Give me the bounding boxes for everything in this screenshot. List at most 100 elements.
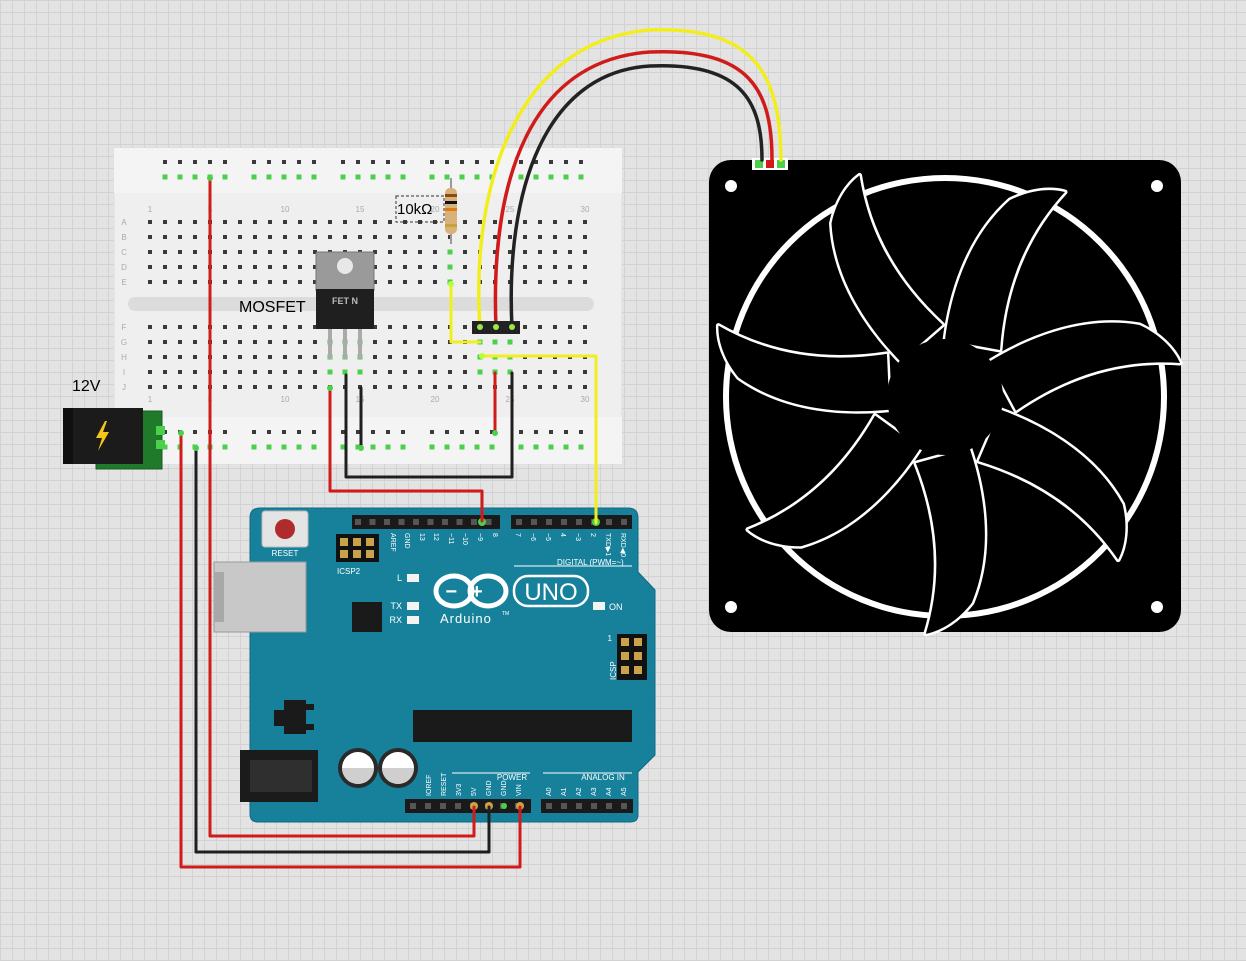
breadboard-hole[interactable] — [298, 355, 302, 359]
breadboard-hole[interactable] — [238, 355, 242, 359]
rail-hole[interactable] — [193, 430, 197, 434]
rail-hole[interactable] — [548, 174, 554, 180]
rail-hole[interactable] — [297, 160, 301, 164]
rail-hole[interactable] — [549, 160, 553, 164]
rail-hole[interactable] — [579, 430, 583, 434]
breadboard-hole[interactable] — [178, 385, 182, 389]
breadboard-hole[interactable] — [328, 220, 332, 224]
breadboard-hole[interactable] — [538, 340, 542, 344]
breadboard-hole[interactable] — [433, 370, 437, 374]
rail-hole[interactable] — [312, 160, 316, 164]
rail-hole[interactable] — [193, 160, 197, 164]
rail-hole[interactable] — [222, 444, 228, 450]
rail-hole[interactable] — [563, 444, 569, 450]
breadboard-hole[interactable] — [388, 355, 392, 359]
breadboard-hole[interactable] — [508, 265, 512, 269]
breadboard-hole[interactable] — [373, 235, 377, 239]
breadboard-hole[interactable] — [583, 220, 587, 224]
rail-hole[interactable] — [178, 160, 182, 164]
breadboard-hole[interactable] — [253, 325, 257, 329]
breadboard-hole[interactable] — [193, 325, 197, 329]
breadboard-hole-connected[interactable] — [492, 339, 498, 345]
icsp-pin[interactable] — [634, 666, 642, 674]
rail-hole[interactable] — [370, 174, 376, 180]
rail-hole[interactable] — [386, 430, 390, 434]
breadboard-hole[interactable] — [178, 340, 182, 344]
breadboard-hole[interactable] — [148, 235, 152, 239]
breadboard-hole[interactable] — [178, 265, 182, 269]
breadboard-hole[interactable] — [373, 250, 377, 254]
rail-hole[interactable] — [474, 444, 480, 450]
breadboard-hole[interactable] — [178, 325, 182, 329]
reset-button-cap[interactable] — [275, 519, 295, 539]
breadboard-hole[interactable] — [493, 220, 497, 224]
rail-hole[interactable] — [490, 430, 494, 434]
power-pin-connected[interactable] — [501, 803, 507, 809]
breadboard-hole[interactable] — [298, 340, 302, 344]
rail-hole[interactable] — [341, 160, 345, 164]
rail-hole[interactable] — [429, 174, 435, 180]
breadboard-hole[interactable] — [313, 325, 317, 329]
breadboard-hole[interactable] — [508, 250, 512, 254]
breadboard-hole[interactable] — [283, 370, 287, 374]
icsp2-pin[interactable] — [340, 550, 348, 558]
rail-hole[interactable] — [311, 444, 317, 450]
digital-pin[interactable] — [427, 519, 434, 525]
breadboard-hole[interactable] — [223, 325, 227, 329]
breadboard-hole[interactable] — [403, 250, 407, 254]
icsp2-pin[interactable] — [366, 538, 374, 546]
icsp-pin[interactable] — [634, 652, 642, 660]
analog-pin[interactable] — [606, 803, 612, 809]
breadboard-hole[interactable] — [433, 385, 437, 389]
rail-hole[interactable] — [474, 174, 480, 180]
rail-hole[interactable] — [460, 160, 464, 164]
breadboard-hole[interactable] — [148, 355, 152, 359]
breadboard-hole[interactable] — [538, 265, 542, 269]
rail-hole[interactable] — [371, 160, 375, 164]
breadboard-hole[interactable] — [148, 370, 152, 374]
breadboard-hole[interactable] — [163, 325, 167, 329]
breadboard-hole[interactable] — [313, 220, 317, 224]
breadboard-hole[interactable] — [373, 220, 377, 224]
breadboard-hole[interactable] — [223, 280, 227, 284]
breadboard-hole[interactable] — [463, 385, 467, 389]
breadboard-hole[interactable] — [313, 235, 317, 239]
breadboard-hole[interactable] — [523, 280, 527, 284]
breadboard-hole[interactable] — [403, 370, 407, 374]
breadboard-hole[interactable] — [163, 235, 167, 239]
breadboard-hole[interactable] — [253, 235, 257, 239]
rail-hole[interactable] — [356, 160, 360, 164]
breadboard-hole[interactable] — [553, 220, 557, 224]
breadboard-hole[interactable] — [178, 220, 182, 224]
rail-hole[interactable] — [312, 430, 316, 434]
breadboard-hole[interactable] — [163, 355, 167, 359]
breadboard-hole[interactable] — [463, 250, 467, 254]
rail-hole[interactable] — [356, 430, 360, 434]
breadboard-hole[interactable] — [418, 355, 422, 359]
rail-hole[interactable] — [311, 174, 317, 180]
rail-hole[interactable] — [251, 444, 257, 450]
breadboard-hole[interactable] — [418, 280, 422, 284]
breadboard-hole[interactable] — [238, 265, 242, 269]
breadboard-hole[interactable] — [298, 325, 302, 329]
breadboard-hole[interactable] — [568, 340, 572, 344]
rail-hole[interactable] — [208, 160, 212, 164]
breadboard-hole[interactable] — [418, 325, 422, 329]
breadboard-hole[interactable] — [388, 235, 392, 239]
digital-pin[interactable] — [531, 519, 537, 525]
analog-pin[interactable] — [576, 803, 582, 809]
rail-hole[interactable] — [533, 174, 539, 180]
breadboard-hole[interactable] — [193, 355, 197, 359]
rail-hole[interactable] — [340, 174, 346, 180]
rail-hole[interactable] — [400, 444, 406, 450]
breadboard-hole[interactable] — [238, 235, 242, 239]
breadboard-hole[interactable] — [148, 280, 152, 284]
breadboard-hole[interactable] — [298, 220, 302, 224]
breadboard-hole[interactable] — [163, 250, 167, 254]
breadboard-hole[interactable] — [163, 340, 167, 344]
breadboard-hole[interactable] — [538, 250, 542, 254]
breadboard-hole[interactable] — [163, 220, 167, 224]
breadboard-hole[interactable] — [283, 355, 287, 359]
rail-hole[interactable] — [564, 430, 568, 434]
rail-hole[interactable] — [534, 430, 538, 434]
